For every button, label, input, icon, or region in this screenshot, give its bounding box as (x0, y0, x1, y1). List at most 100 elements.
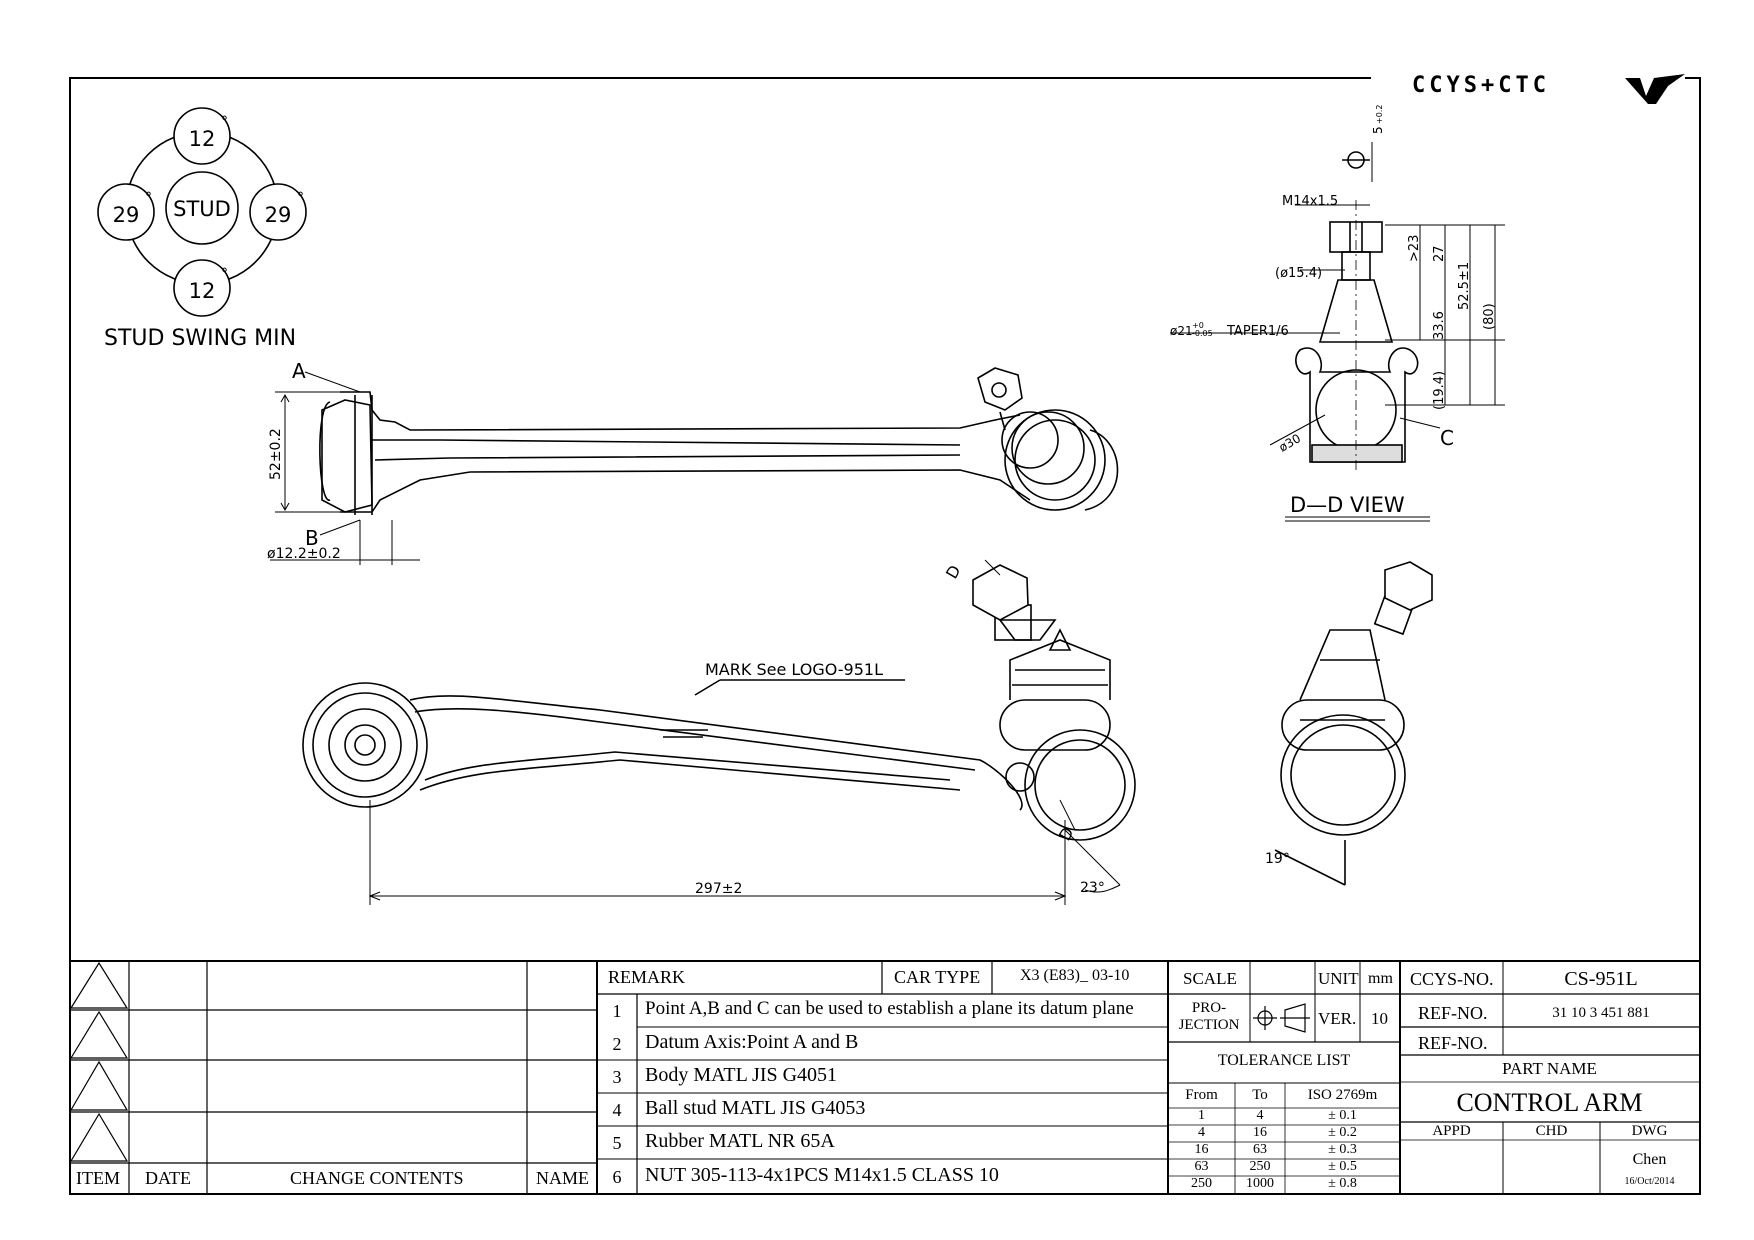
tolerance-header-to: To (1252, 1087, 1268, 1103)
tolerance-header-iso: ISO 2769m (1307, 1087, 1378, 1103)
frame-top-border (69, 77, 1371, 79)
item-column-header: ITEM (76, 1168, 120, 1188)
approved-label: APPD (1432, 1123, 1471, 1139)
company-logo: CCYS+CTC (1410, 66, 1690, 106)
drawing-date: 16/Oct/2014 (1624, 1176, 1675, 1187)
drawing-frame (69, 77, 1701, 1195)
tolerance-row-2-from: 4 (1198, 1125, 1205, 1140)
thread-length-dimension: >23 (1407, 235, 1422, 262)
name-column-header: NAME (536, 1168, 589, 1188)
remark-number-1: 1 (612, 1001, 622, 1021)
point-c-label: C (1440, 426, 1454, 450)
remark-text-5: Rubber MATL NR 65A (645, 1130, 835, 1152)
projection-symbol-icon (1253, 1003, 1310, 1033)
ccys-number-label: CCYS-NO. (1410, 969, 1494, 989)
stud-swing-bottom-value: 12 (189, 279, 216, 303)
unit-label: UNIT (1318, 969, 1359, 988)
unit-value: mm (1368, 970, 1393, 987)
section-view-title: D—D VIEW (1290, 493, 1405, 517)
control-arm-top-view (319, 367, 1119, 515)
tolerance-row-3-from: 16 (1194, 1142, 1209, 1157)
scale-label: SCALE (1183, 969, 1237, 988)
stud-swing-diagram (97, 107, 307, 317)
angle-23-dimension: 23° (1080, 880, 1105, 896)
tolerance-row-5-value: ± 0.8 (1328, 1176, 1357, 1191)
top-view-dimensions (270, 371, 420, 565)
bore-diameter-dimension: ø12.2±0.2 (267, 546, 341, 562)
dim-80: (80) (1482, 303, 1497, 330)
taper-tol-upper: +0 (1192, 321, 1204, 330)
ball-joint-isometric-view (1274, 561, 1433, 886)
control-arm-bottom-view (302, 564, 1136, 841)
point-a-label: A (292, 359, 306, 383)
neck-diameter-dimension: (ø15.4) (1275, 266, 1322, 281)
tolerance-row-3-value: ± 0.3 (1328, 1142, 1357, 1157)
stud-swing-top-value: 12 (189, 127, 216, 151)
ref-number-label: REF-NO. (1418, 1003, 1488, 1023)
tolerance-row-4-value: ± 0.5 (1328, 1159, 1357, 1174)
stud-swing-title: STUD SWING MIN (104, 326, 296, 351)
remark-header: REMARK (608, 967, 686, 987)
car-type-label: CAR TYPE (894, 967, 981, 987)
section-dimensions (1170, 142, 1505, 522)
tolerance-row-2-to: 16 (1253, 1125, 1267, 1140)
tolerance-header-from: From (1185, 1087, 1218, 1103)
logo-text: CCYS+CTC (1412, 73, 1550, 98)
degree-sign-right: ° (297, 190, 304, 206)
checked-label: CHD (1535, 1123, 1568, 1139)
thread-dimension: M14x1.5 (1282, 194, 1338, 209)
dim-19-4: (19.4) (1432, 371, 1447, 410)
stud-swing-center-label: STUD (173, 197, 231, 221)
tolerance-row-5-to: 1000 (1246, 1176, 1274, 1191)
remark-text-6: NUT 305-113-4x1PCS M14x1.5 CLASS 10 (645, 1164, 999, 1186)
tolerance-list-title: TOLERANCE LIST (1217, 1052, 1351, 1069)
stud-swing-left-value: 29 (113, 203, 140, 227)
degree-sign-bottom: ° (221, 266, 228, 282)
ref-number-label-2: REF-NO. (1418, 1033, 1488, 1053)
projection-label-line-1: PRO- (1191, 1000, 1227, 1016)
tolerance-row-1-from: 1 (1198, 1108, 1205, 1123)
degree-sign-top: ° (221, 114, 228, 130)
tolerance-row-4-to: 250 (1249, 1159, 1271, 1174)
part-name-label: PART NAME (1502, 1059, 1597, 1078)
remark-number-6: 6 (612, 1167, 622, 1187)
projection-label-line-2: JECTION (1178, 1017, 1240, 1033)
date-column-header: DATE (145, 1168, 191, 1188)
tolerance-row-1-value: ± 0.1 (1328, 1108, 1357, 1123)
tolerance-row-5-from: 250 (1191, 1176, 1212, 1191)
ccys-number-value: CS-951L (1564, 968, 1638, 990)
part-name-value: CONTROL ARM (1456, 1088, 1643, 1117)
remark-number-3: 3 (612, 1067, 622, 1087)
taper-tol-lower: -0.05 (1192, 329, 1213, 338)
stud-swing-right-value: 29 (265, 203, 292, 227)
remark-text-1: Point A,B and C can be used to establish… (645, 998, 1134, 1019)
tolerance-row-4-from: 63 (1194, 1159, 1209, 1174)
degree-sign-left: ° (145, 190, 152, 206)
overall-length-dimension: 297±2 (695, 881, 742, 897)
tolerance-row-3-to: 63 (1253, 1142, 1267, 1157)
dim-33-6: 33.6 (1432, 311, 1447, 340)
point-b-label: B (305, 526, 319, 550)
remark-number-4: 4 (612, 1100, 622, 1120)
drawn-label: DWG (1631, 1123, 1668, 1139)
version-value: 10 (1371, 1009, 1388, 1028)
remark-text-3: Body MATL JIS G4051 (645, 1064, 838, 1086)
drawn-by-name: Chen (1632, 1151, 1667, 1168)
car-type-value: X3 (E83)_ 03-10 (1020, 967, 1130, 984)
dim-27: 27 (1432, 245, 1447, 262)
ref-number-value: 31 10 3 451 881 (1552, 1005, 1650, 1021)
logo-emblem-icon (1625, 74, 1685, 104)
section-d-d-view (1295, 151, 1419, 470)
bottom-view-dimensions (368, 559, 1121, 905)
hole-position-dimension: 5 (1371, 126, 1385, 134)
taper-text: TAPER1/6 (1226, 324, 1289, 339)
technical-drawing: 12 ° 12 ° 29 ° 29 ° STUD STUD SWING MIN … (97, 105, 1505, 905)
frame-top-border-right (1685, 77, 1699, 79)
remark-number-2: 2 (612, 1034, 622, 1054)
tolerance-row-2-value: ± 0.2 (1328, 1125, 1357, 1140)
dim-52-5: 52.5±1 (1457, 262, 1472, 310)
hole-position-tolerance: +0.2 (1375, 105, 1384, 124)
remark-text-4: Ball stud MATL JIS G4053 (645, 1097, 866, 1119)
logo-mark-note: MARK See LOGO-951L (705, 660, 883, 679)
height-dimension: 52±0.2 (268, 428, 284, 480)
